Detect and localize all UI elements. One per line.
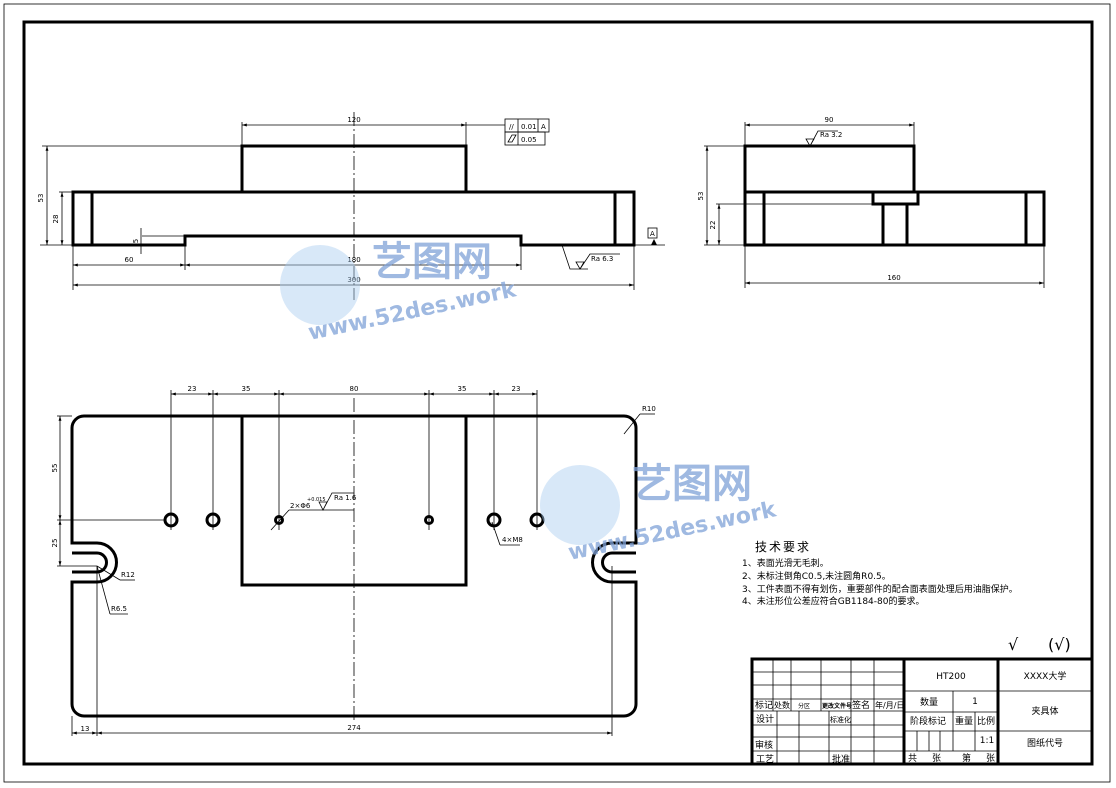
qty: 1 [972, 697, 978, 707]
label-sheet-no: 第 [962, 752, 971, 764]
drawing-number: 图纸代号 [1027, 737, 1063, 749]
dim-28: 28 [52, 215, 60, 224]
roughness-other-icon: (√) [1048, 635, 1071, 654]
thread-holes-label: 4×M8 [502, 536, 523, 544]
label-total: 共 [908, 753, 917, 764]
label-approve: 批准 [832, 753, 850, 765]
label-stage: 阶段标记 [910, 715, 946, 727]
scale: 1:1 [980, 736, 994, 746]
radius-r65: R6.5 [111, 605, 127, 613]
label-sign: 签名 [852, 699, 870, 711]
dim-55: 55 [51, 464, 59, 473]
label-sheet: 张 [932, 753, 941, 764]
flatness-icon [507, 134, 517, 143]
dim-35-right: 35 [458, 385, 467, 393]
roughness-default-icon: √ [1008, 635, 1019, 654]
radius-r12: R12 [121, 571, 135, 579]
part-name: 夹具体 [1031, 705, 1058, 717]
dim-23-right: 23 [512, 385, 521, 393]
radius-r10: R10 [642, 405, 656, 413]
dim-80: 80 [350, 385, 359, 393]
dim-120: 120 [347, 116, 360, 124]
label-qty: 数量 [920, 696, 938, 708]
pin-tolerance: +0.015 [307, 497, 326, 503]
svg-text://: // [509, 123, 514, 131]
plan-view: 23 35 80 35 23 R10 55 25 R12 R6.5 2×Φ6 +… [51, 385, 656, 736]
dim-274: 274 [347, 724, 361, 732]
dim-160: 160 [887, 274, 900, 282]
label-design: 设计 [756, 713, 774, 725]
dim-180: 180 [347, 256, 360, 264]
watermark: 艺图网 www.52des.work 艺图网 www.52des.work [280, 239, 780, 566]
dim-60: 60 [125, 256, 134, 264]
title-block: 标记 处数 分区 更改文件号 签名 年/月/日 设计 标准化 审核 工艺 批准 … [750, 657, 1094, 766]
school: XXXX大学 [1024, 670, 1067, 682]
roughness-16: Ra 1.6 [334, 494, 357, 502]
watermark-brand-2: 艺图网 [632, 461, 752, 507]
outer-frame [3, 3, 1111, 783]
label-date: 年/月/日 [875, 700, 904, 710]
label-standard: 标准化 [830, 715, 851, 724]
watermark-brand: 艺图网 [372, 239, 492, 285]
label-scale: 比例 [977, 715, 995, 727]
label-change-doc: 更改文件号 [822, 702, 852, 710]
label-zone: 分区 [798, 702, 810, 710]
pin-hole-label: 2×Φ6 [290, 502, 311, 510]
tech-item: 2、未标注倒角C0.5,未注圆角R0.5。 [742, 570, 891, 582]
gdt-flatness: 0.05 [521, 136, 537, 144]
roughness-icon [561, 244, 620, 270]
roughness-icon [318, 492, 354, 511]
dim-23-left: 23 [188, 385, 197, 393]
tech-item: 1、表面光滑无毛刺。 [742, 557, 829, 569]
gdt-parallel: 0.01 [521, 123, 537, 131]
gdt-datum: A [541, 123, 546, 131]
dim-5: 5 [132, 239, 140, 243]
dim-22: 22 [709, 221, 717, 230]
roughness-icon [805, 130, 838, 147]
label-weight: 重量 [955, 715, 973, 727]
dim-35-left: 35 [242, 385, 251, 393]
dim-13: 13 [81, 725, 90, 733]
side-view: 90 Ra 3.2 53 22 160 [697, 116, 1046, 288]
label-review: 审核 [755, 739, 773, 751]
tech-requirements: 技术要求 1、表面光滑无毛刺。 2、未标注倒角C0.5,未注圆角R0.5。 3、… [742, 540, 1018, 607]
dim-90: 90 [825, 116, 834, 124]
label-process: 工艺 [756, 754, 774, 765]
roughness-63: Ra 6.3 [591, 255, 613, 263]
tech-item: 3、工件表面不得有划伤，重要部件的配合面表面处理后用油脂保护。 [742, 583, 1018, 595]
label-mark: 标记 [755, 699, 773, 711]
dim-25: 25 [51, 539, 59, 548]
front-view: 120 // 0.01 A 0.05 53 28 5 60 180 300 A … [37, 112, 665, 300]
dim-53: 53 [37, 194, 45, 203]
tech-title: 技术要求 [755, 540, 811, 554]
label-count: 处数 [774, 700, 790, 710]
tech-item: 4、未注形位公差应符合GB1184-80的要求。 [742, 595, 924, 607]
dim-300: 300 [347, 276, 360, 284]
dim-53-side: 53 [697, 192, 705, 201]
material: HT200 [936, 672, 966, 682]
inner-frame [22, 20, 1094, 766]
roughness-32: Ra 3.2 [820, 131, 842, 139]
label-sheet-2: 张 [986, 753, 995, 764]
datum-a: A [650, 230, 655, 238]
